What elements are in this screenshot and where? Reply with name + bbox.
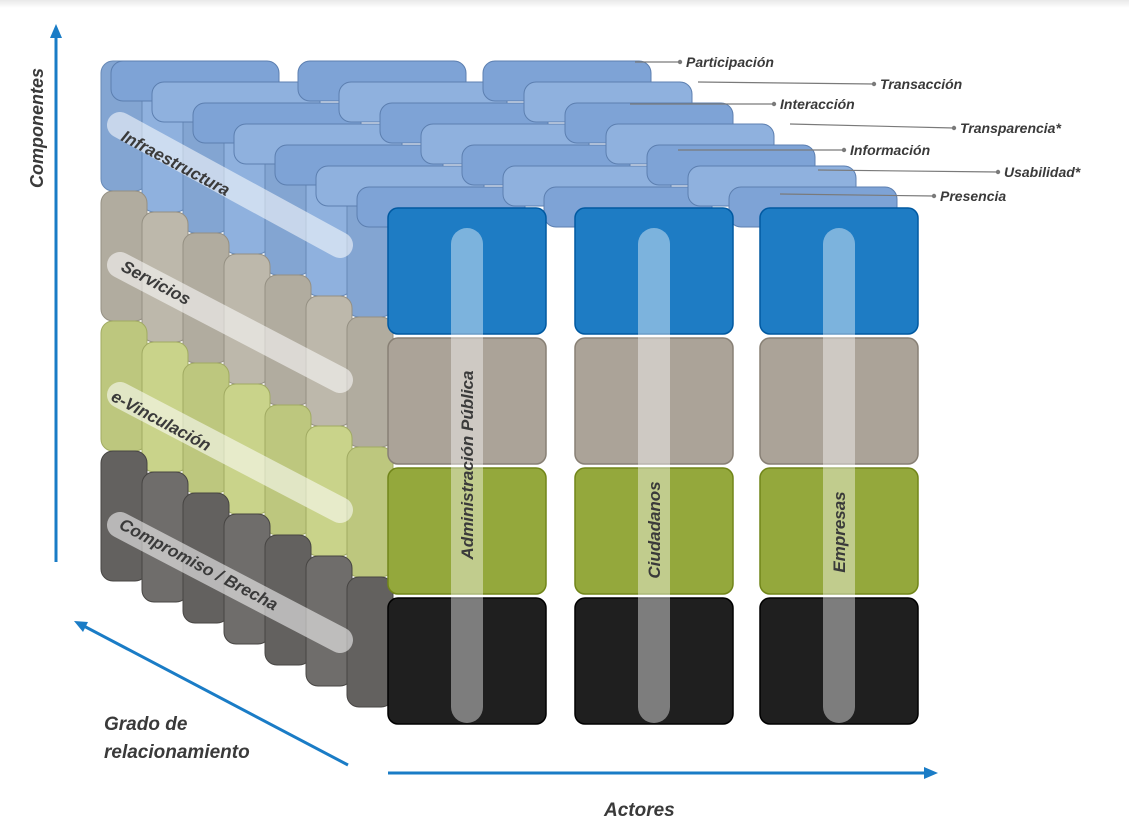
depth-leader-line [779, 193, 935, 197]
actor-label: Administración Pública [458, 371, 477, 561]
cube-front-blocks [387, 207, 919, 725]
front-block [759, 207, 919, 335]
actor-label: Empresas [830, 491, 849, 572]
depth-level-label: Interacción [780, 96, 855, 112]
front-block [387, 467, 547, 595]
front-block [387, 207, 547, 335]
depth-leader-dot [931, 193, 937, 199]
actor-highlight-bar [823, 228, 855, 723]
depth-level-label: Transparencia* [960, 120, 1061, 136]
depth-leader-dot [951, 125, 957, 131]
depth-leader-line [789, 123, 955, 129]
cube-side-slabs [100, 60, 898, 708]
vertical-axis-arrowhead [50, 24, 62, 38]
depth-level-label: Transacción [880, 76, 962, 92]
side-slab [346, 576, 394, 708]
front-block [387, 337, 547, 465]
front-block [574, 467, 734, 595]
actor-highlight-bar [638, 228, 670, 723]
depth-leader-dot [995, 169, 1001, 175]
front-block [759, 597, 919, 725]
side-slab [346, 316, 394, 448]
vertical-axis-label: Componentes [27, 68, 47, 188]
front-block [387, 597, 547, 725]
front-block [759, 337, 919, 465]
depth-level-label: Presencia [940, 188, 1006, 204]
side-slab [346, 446, 394, 578]
actor-label: Ciudadanos [645, 481, 664, 578]
side-highlight-bar [107, 112, 353, 258]
front-block [574, 597, 734, 725]
front-block [574, 337, 734, 465]
depth-level-labels: ParticipaciónTransacciónInteracciónTrans… [630, 54, 1081, 204]
depth-axis-arrow [79, 622, 349, 767]
depth-axis-arrowhead [74, 621, 88, 632]
depth-level-label: Usabilidad* [1004, 164, 1081, 180]
front-block [759, 467, 919, 595]
depth-level-label: Participación [686, 54, 774, 70]
depth-axis-label-line1: Grado de [104, 714, 188, 735]
horizontal-axis-label: Actores [603, 800, 675, 820]
depth-leader-dot [771, 101, 777, 107]
actor-highlight-bar [451, 228, 483, 723]
top-border-band [0, 0, 1129, 8]
horizontal-axis-arrowhead [924, 767, 938, 779]
depth-leader-dot [677, 59, 683, 65]
side-highlight-bar [107, 252, 353, 393]
depth-leader-dot [841, 147, 847, 153]
depth-leader-line [817, 169, 999, 173]
depth-leader-dot [871, 81, 877, 87]
depth-leader-line [697, 81, 875, 85]
depth-axis-label-line2: relacionamiento [104, 742, 250, 763]
front-block [574, 207, 734, 335]
side-highlight-bar [107, 512, 353, 653]
depth-level-label: Información [850, 142, 930, 158]
side-highlight-bar [107, 382, 353, 523]
